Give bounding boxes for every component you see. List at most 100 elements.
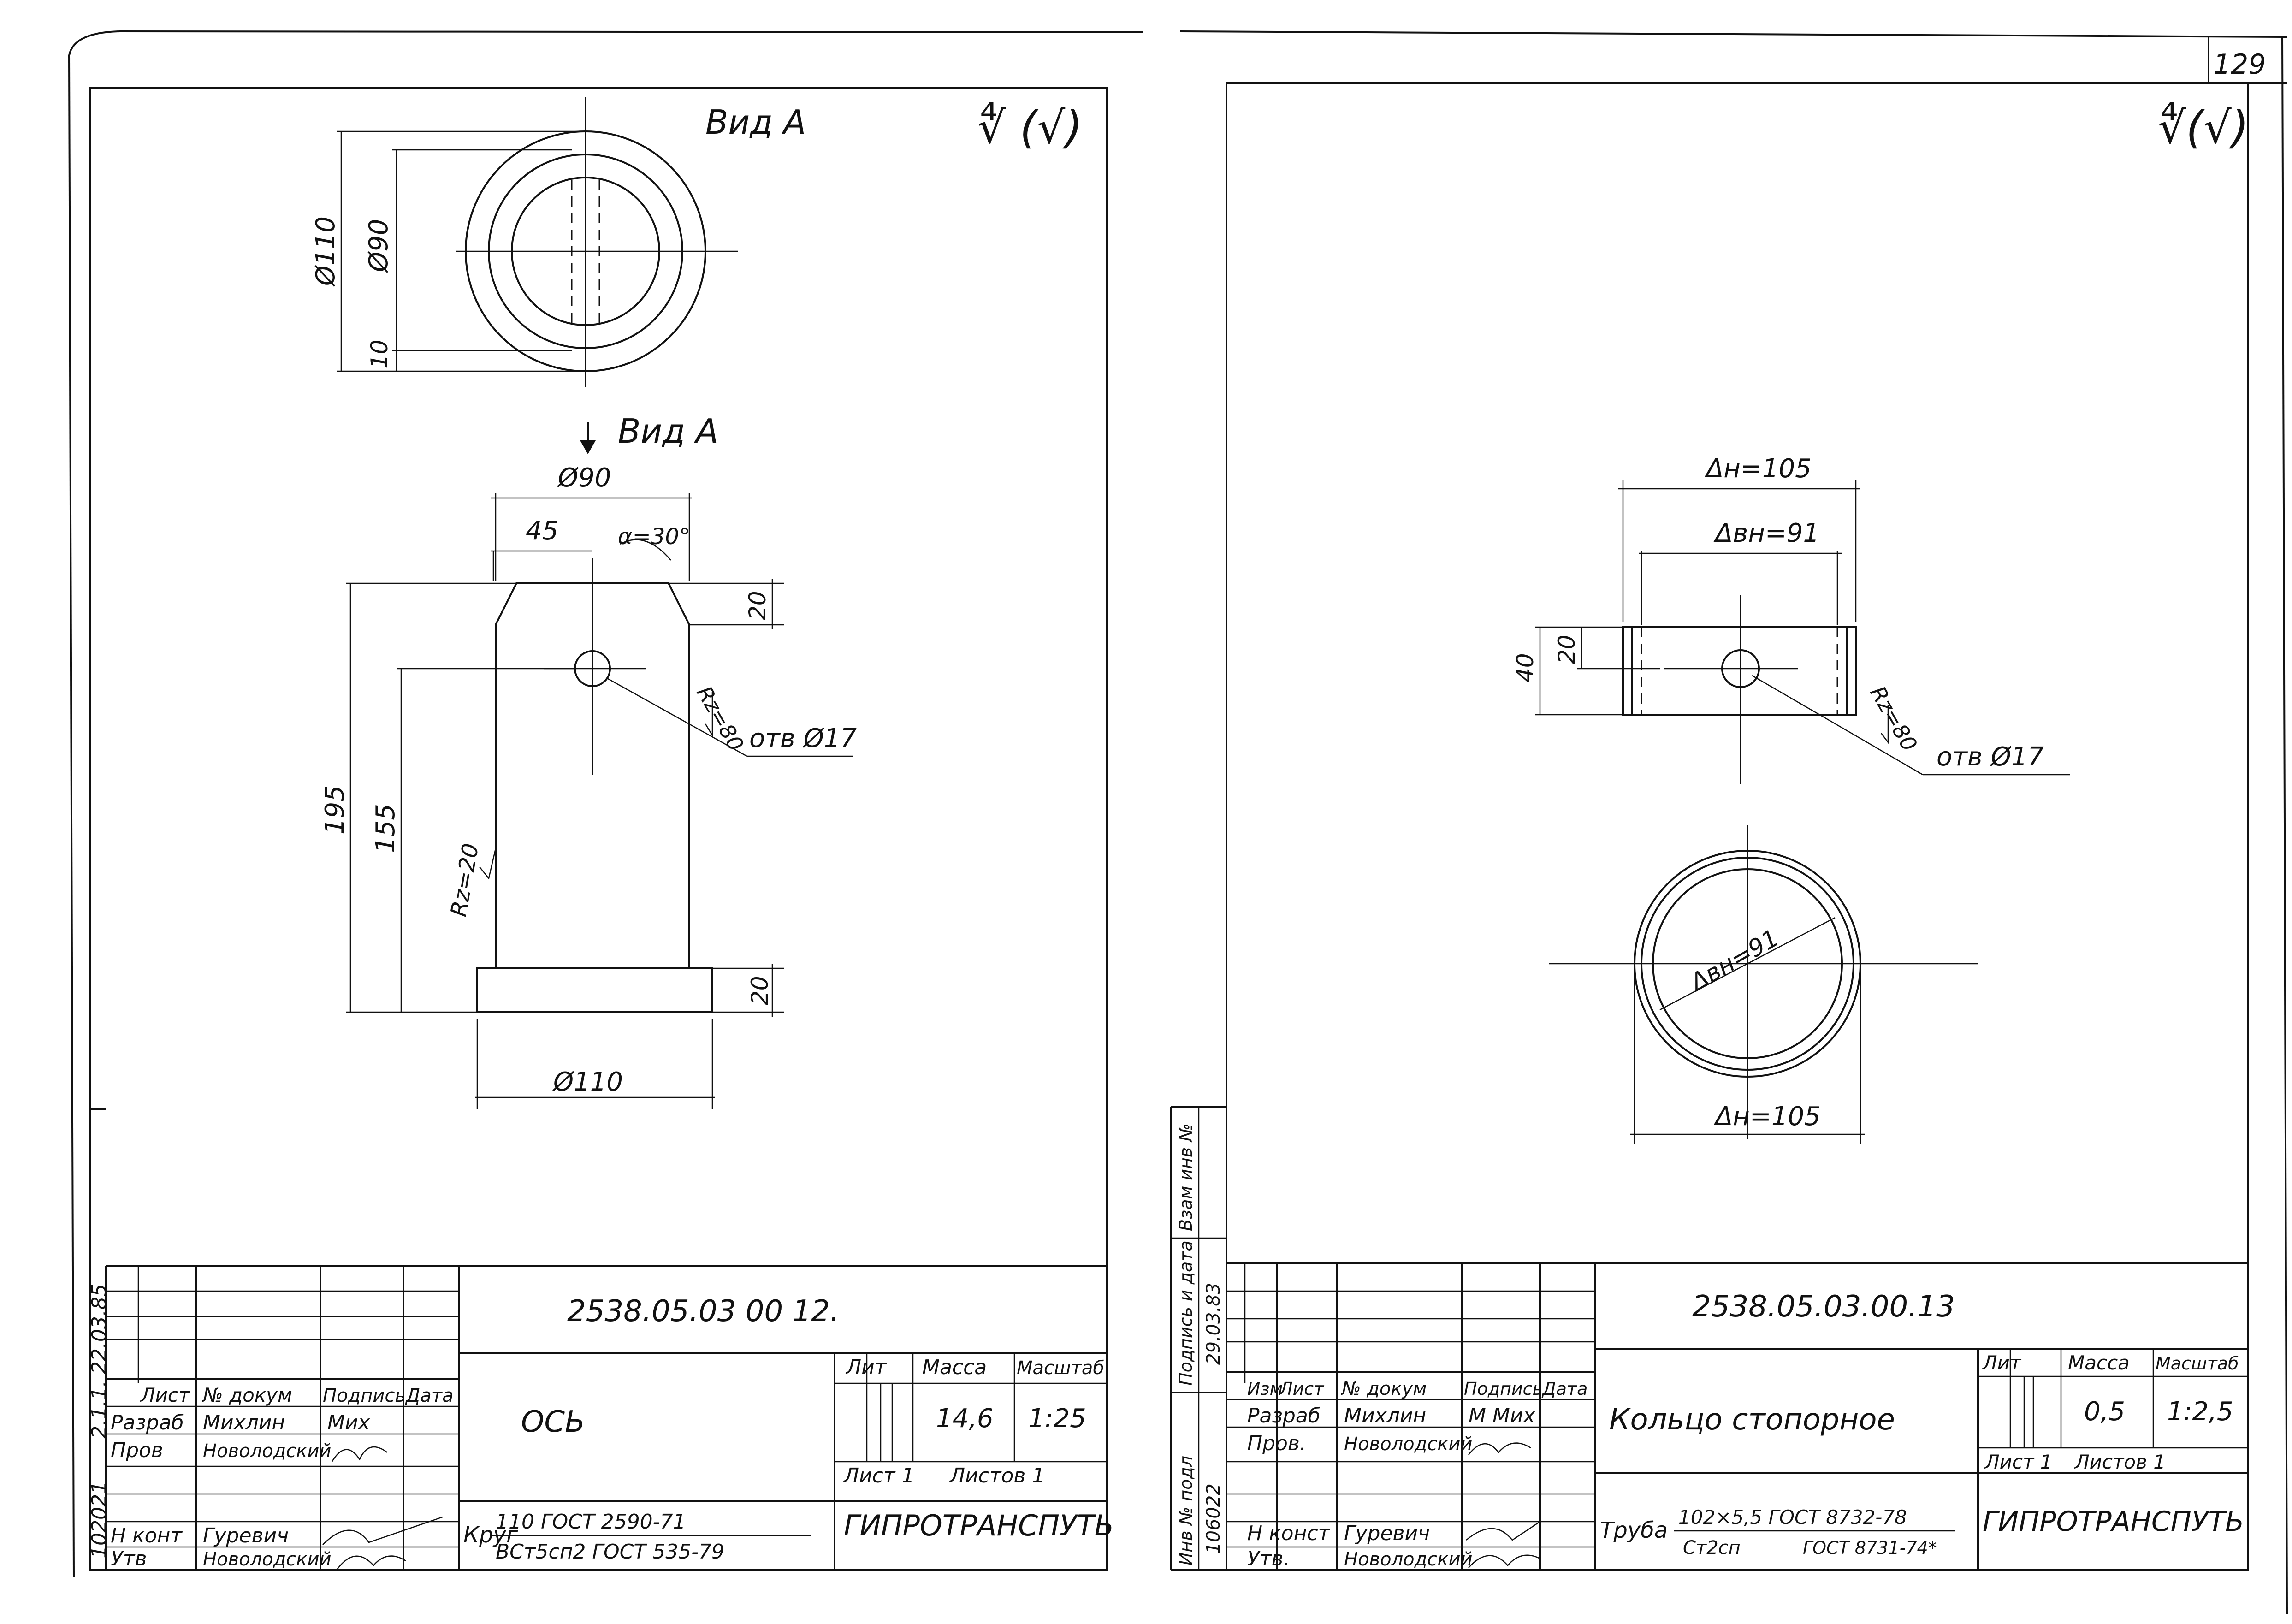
right-role-2: Пров. xyxy=(1247,1432,1306,1455)
right-part-name: Кольцо стопорное xyxy=(1609,1403,1895,1437)
left-role-5: Утв xyxy=(111,1547,147,1571)
dim-d110-bottom: Ø110 xyxy=(552,1067,623,1097)
page-number: 129 xyxy=(2213,48,2266,81)
right-scale-value: 1:2,5 xyxy=(2167,1397,2233,1427)
left-name-1: Михлин xyxy=(203,1411,285,1434)
left-name-5: Новолодский xyxy=(203,1549,331,1570)
left-organization: ГИПРОТРАНСПУТЬ xyxy=(844,1509,1114,1542)
dim-45: 45 xyxy=(526,516,558,546)
right-sign-1: М Мих xyxy=(1469,1404,1536,1428)
left-scale-value: 1:25 xyxy=(1028,1404,1086,1434)
left-hdr-date: Дата xyxy=(405,1385,454,1406)
left-side-text-2: 102021 xyxy=(88,1481,111,1559)
left-sign-1: Мих xyxy=(327,1411,371,1434)
right-hdr-sign: Подпись xyxy=(1464,1379,1543,1399)
left-signature-4 xyxy=(322,1516,443,1545)
right-hole-label: отв Ø17 xyxy=(1937,742,2044,772)
left-signature-2 xyxy=(331,1446,388,1462)
right-role-5: Утв. xyxy=(1247,1547,1290,1571)
right-lit-label: Лит xyxy=(1982,1351,2022,1374)
right-hdr-doc: № докум xyxy=(1341,1378,1427,1399)
right-signature-4 xyxy=(1466,1521,1540,1541)
right-signature-5 xyxy=(1468,1554,1540,1568)
left-material-prefix: Круг xyxy=(463,1522,518,1548)
left-roughness-symbol: ∜ (√) xyxy=(977,102,1083,154)
right-mass-value: 0,5 xyxy=(2084,1397,2125,1427)
right-material-top: 102×5,5 ГОСТ 8732-78 xyxy=(1678,1506,1907,1529)
right-doc-number: 2538.05.03.00.13 xyxy=(1692,1290,1955,1324)
left-role-2: Пров xyxy=(111,1439,163,1462)
left-signature-5 xyxy=(336,1555,406,1571)
dim-40: 40 xyxy=(1512,653,1539,682)
right-organization: ГИПРОТРАНСПУТЬ xyxy=(1983,1505,2244,1538)
left-view-a-title: Вид А xyxy=(705,103,806,142)
dim-alpha: α=30° xyxy=(618,524,690,550)
dim-155: 155 xyxy=(371,804,401,853)
right-mass-label: Масса xyxy=(2068,1351,2130,1374)
left-sheet: Вид А ∜ (√) Ø110 Ø90 10 Вид А xyxy=(88,87,1114,1571)
right-side-value-1: 106022 xyxy=(1203,1483,1224,1554)
right-material-bottom-right: ГОСТ 8731-74* xyxy=(1803,1538,1937,1558)
right-name-1: Михлин xyxy=(1344,1404,1426,1428)
right-hole-roughness: Rz=80 xyxy=(1865,682,1922,756)
right-name-2: Новолодский xyxy=(1344,1434,1472,1455)
dim-195: 195 xyxy=(320,785,350,835)
left-role-4: Н конт xyxy=(111,1524,183,1547)
right-roughness-symbol: ∜(√) xyxy=(2158,102,2249,154)
right-signature-2 xyxy=(1468,1442,1531,1455)
right-name-5: Новолодский xyxy=(1344,1549,1472,1570)
left-role-1: Разраб xyxy=(111,1411,184,1434)
left-scale-label: Масштаб xyxy=(1017,1357,1104,1379)
hole-label: отв Ø17 xyxy=(749,723,857,753)
left-hdr-list: Лист xyxy=(140,1384,190,1406)
right-sheets-label: Листов 1 xyxy=(2074,1451,2166,1473)
hole-roughness: Rz=80 xyxy=(692,682,748,756)
right-hdr-list: Лист xyxy=(1279,1379,1325,1399)
right-side-label-2: Подпись и дата xyxy=(1176,1240,1196,1386)
left-mass-value: 14,6 xyxy=(936,1404,994,1434)
right-side-label-1: Инв № подл xyxy=(1176,1456,1196,1565)
right-material-bottom-left: Ст2сп xyxy=(1683,1537,1741,1559)
dim-20-top: 20 xyxy=(744,591,771,620)
right-material-prefix: Труба xyxy=(1600,1517,1668,1543)
dim-dn-bottom: Δн=105 xyxy=(1713,1102,1821,1132)
left-name-2: Новолодский xyxy=(203,1440,331,1462)
left-name-4: Гуревич xyxy=(203,1524,289,1547)
left-material-bottom: ВСт5сп2 ГОСТ 535-79 xyxy=(496,1540,724,1564)
right-scale-label: Масштаб xyxy=(2156,1353,2239,1374)
left-material-top: 110 ГОСТ 2590-71 xyxy=(496,1510,686,1534)
dim-20: 20 xyxy=(1553,634,1580,664)
left-sheet-label: Лист 1 xyxy=(843,1464,914,1488)
left-hdr-sign: Подпись xyxy=(323,1385,406,1406)
left-title-block xyxy=(105,1265,1107,1570)
right-sheet-label: Лист 1 xyxy=(1984,1451,2053,1473)
left-lit-label: Лит xyxy=(845,1356,887,1379)
dim-20-bottom: 20 xyxy=(746,976,773,1005)
left-side-text-1: 2.1.1. 22.03.85 xyxy=(88,1284,111,1439)
right-sheet: ∜(√) Δн=105 Δвн=91 xyxy=(1170,82,2249,1571)
dim-d90-top: Ø90 xyxy=(364,219,394,273)
left-sheets-label: Листов 1 xyxy=(949,1464,1045,1488)
dim-dvn-top: Δвн=91 xyxy=(1713,518,1819,548)
right-role-4: Н конст xyxy=(1247,1522,1331,1545)
right-side-value-2: 29.03.83 xyxy=(1203,1283,1224,1365)
dim-d90: Ø90 xyxy=(557,463,611,493)
dim-10: 10 xyxy=(366,339,393,369)
right-side-label-3: Взам инв № xyxy=(1176,1123,1196,1231)
view-a-arrow-label: Вид А xyxy=(618,412,718,450)
left-doc-number: 2538.05.03 00 12. xyxy=(567,1294,839,1328)
dim-dn-top: Δн=105 xyxy=(1704,454,1812,484)
dim-d110-top: Ø110 xyxy=(311,216,341,287)
right-hdr-date: Дата xyxy=(1541,1379,1587,1399)
right-title-block xyxy=(1226,1262,2248,1570)
axle-end-view xyxy=(337,97,738,387)
left-part-name: ОСЬ xyxy=(521,1405,585,1439)
right-role-1: Разраб xyxy=(1247,1404,1321,1428)
axle-side-view xyxy=(346,493,853,1109)
right-hdr-izm: Изм xyxy=(1247,1379,1283,1399)
view-a-arrow xyxy=(580,422,596,454)
ring-end-view xyxy=(1549,825,1978,1144)
left-hdr-doc: № докум xyxy=(202,1384,292,1406)
right-name-4: Гуревич xyxy=(1344,1522,1430,1545)
